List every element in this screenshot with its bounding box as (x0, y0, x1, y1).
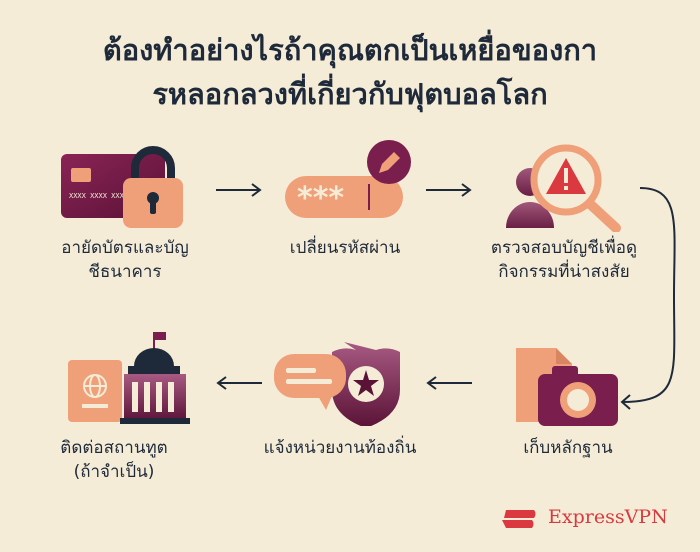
arrow-curve-down-icon (620, 187, 676, 410)
step-report-authority: แจ้งหน่วยงานท้องถิ่น (240, 334, 440, 464)
magnifier-alert-icon (506, 144, 621, 232)
step-label: อายัดบัตรและบัญ ชีธนาคาร (61, 238, 189, 282)
document-camera-icon (516, 348, 618, 426)
step-contact-embassy: ติดต่อสถานทูต (ถ้าจำเป็น) (14, 330, 214, 490)
step-label: เปลี่ยนรหัสผ่าน (289, 238, 401, 258)
step-label: ติดต่อสถานทูต (ถ้าจำเป็น) (60, 438, 168, 482)
card-lock-icon: XXXX XXXX XXXX (61, 146, 183, 228)
step-check-account: ตรวจสอบบัญชีเพื่อดู กิจกรรมที่น่าสงสัย (464, 140, 664, 290)
step-label: เก็บหลักฐาน (523, 438, 613, 458)
expressvpn-logo-icon (502, 510, 536, 528)
password-edit-icon (285, 140, 411, 218)
page-title: ต้องทำอย่างไรถ้าคุณตกเป็นเหยื่อของกา รหล… (0, 28, 700, 116)
step-label: แจ้งหน่วยงานท้องถิ่น (263, 438, 417, 458)
password-mask: *** (297, 184, 344, 214)
brand-name: ExpressVPN (548, 506, 668, 528)
arrow-right-icon (426, 183, 472, 197)
step-label: ตรวจสอบบัญชีเพื่อดู กิจกรรมที่น่าสงสัย (490, 238, 638, 282)
title-line-2: รหลอกลวงที่เกี่ยวกับฟุตบอลโลก (152, 77, 548, 111)
svg-text:XXXX XXXX XXXX: XXXX XXXX XXXX (69, 192, 129, 200)
chat-badge-icon (274, 342, 400, 426)
step-freeze-card: XXXX XXXX XXXX อายัดบัตรและบัญ ชีธนาคาร (25, 140, 225, 290)
title-line-1: ต้องทำอย่างไรถ้าคุณตกเป็นเหยื่อของกา (102, 33, 598, 67)
arrow-left-icon (426, 376, 472, 390)
arrow-left-icon (216, 376, 262, 390)
passport-embassy-icon (68, 332, 190, 424)
step-collect-evidence: เก็บหลักฐาน (468, 334, 668, 464)
arrow-right-icon (216, 183, 262, 197)
step-change-password: *** เปลี่ยนรหัสผ่าน (245, 140, 445, 290)
svg-text:***: *** (297, 184, 344, 214)
